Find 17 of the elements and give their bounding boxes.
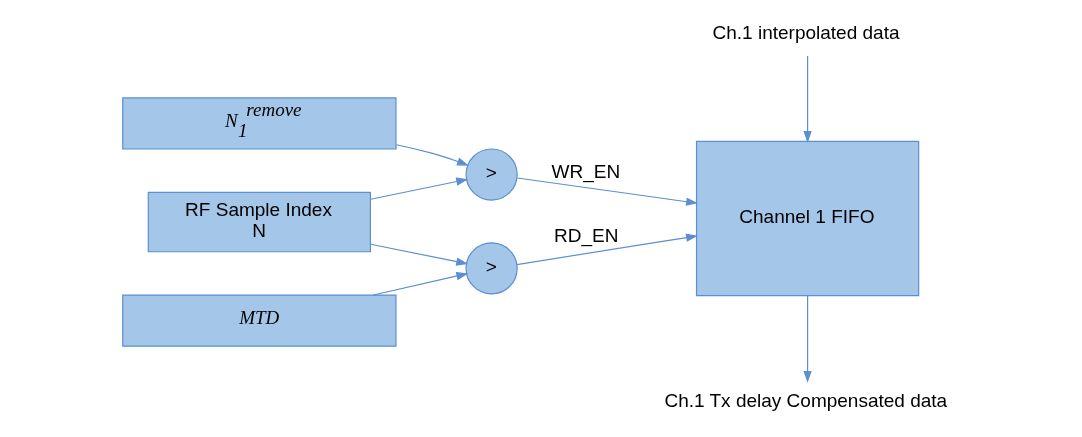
edge-label: RD_EN	[553, 225, 618, 247]
arrow	[516, 177, 698, 206]
node-box: MTD	[121, 294, 397, 347]
node-text: Ch.1 interpolated data	[712, 21, 900, 43]
node-circle: >	[464, 148, 518, 201]
node-circle: >	[464, 242, 518, 295]
arrow	[372, 272, 468, 296]
node-text: Ch.1 Tx delay Compensated data	[663, 390, 947, 412]
edge-label: WR_EN	[551, 160, 620, 182]
arrow	[369, 243, 468, 266]
node-box: Channel 1 FIFO	[695, 140, 919, 297]
arrow	[369, 177, 468, 200]
node-box: RF Sample Index N	[147, 191, 371, 253]
arrow	[802, 55, 812, 143]
arrow	[515, 233, 698, 266]
arrow	[395, 144, 469, 166]
arrow	[802, 295, 812, 383]
